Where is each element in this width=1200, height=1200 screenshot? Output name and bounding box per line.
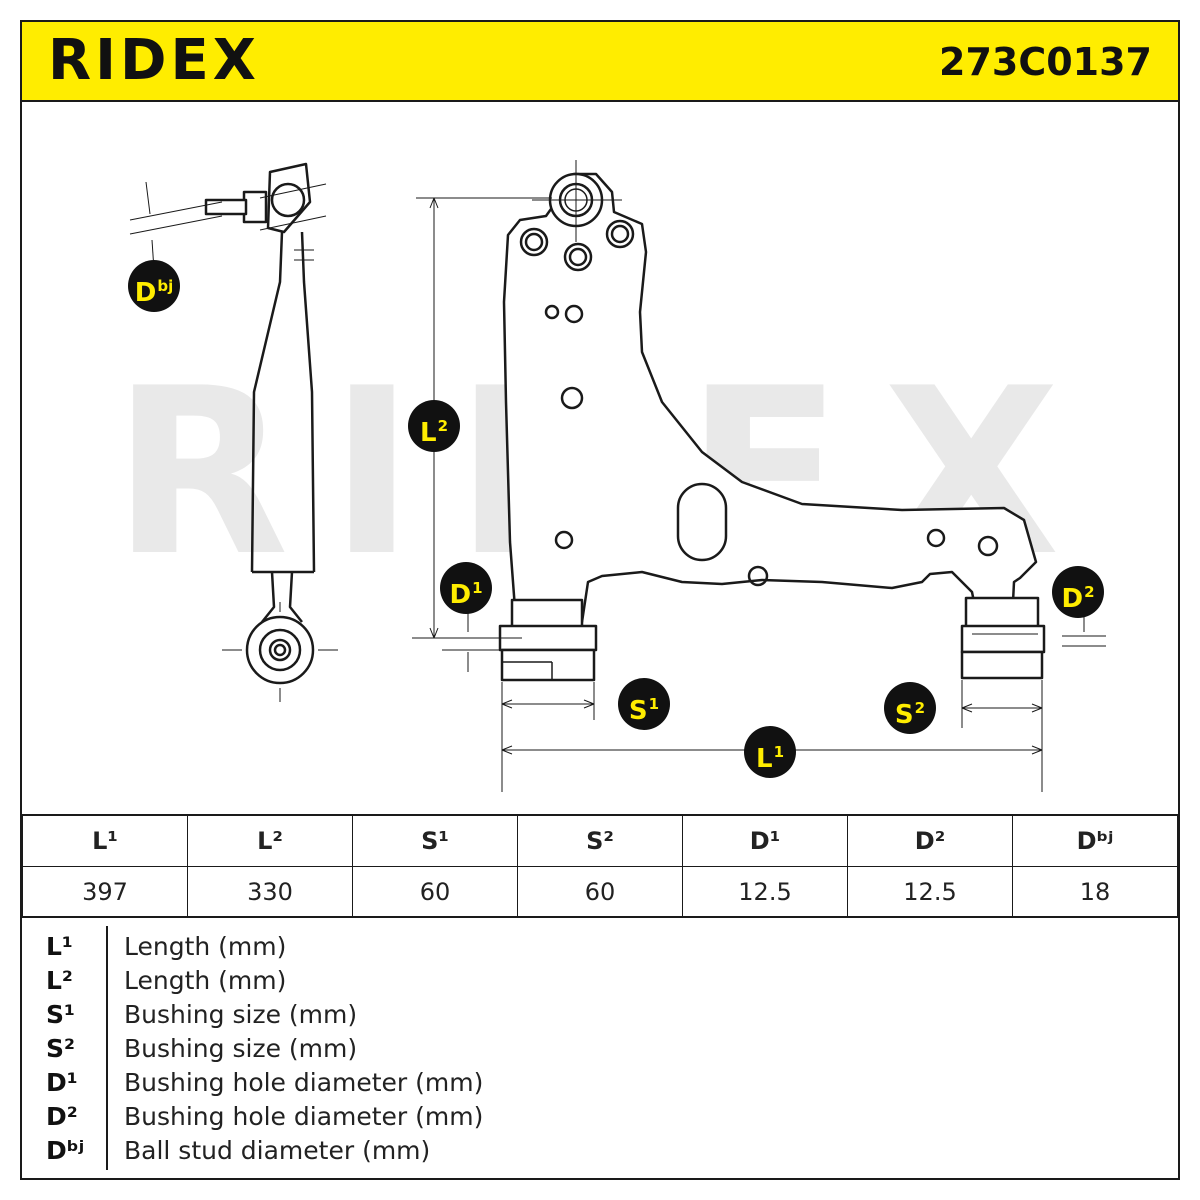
legend-code: S² (46, 1034, 75, 1063)
legend-text: Bushing size (mm) (124, 1034, 358, 1063)
legend-code: D² (46, 1102, 78, 1131)
list-item: D² Bushing hole diameter (mm) (22, 1102, 1178, 1136)
brand-logo: RIDEX (48, 28, 260, 93)
list-item: L² Length (mm) (22, 966, 1178, 1000)
badge-l1: L1 (744, 726, 796, 778)
badge-l2: L2 (408, 400, 460, 452)
legend-code: L¹ (46, 932, 73, 961)
badge-s2: S2 (884, 682, 936, 734)
table-value-cell: 330 (187, 866, 353, 918)
list-item: L¹ Length (mm) (22, 932, 1178, 966)
legend-text: Length (mm) (124, 932, 287, 961)
table-row: 397 330 60 60 12.5 12.5 18 (22, 866, 1178, 918)
datasheet-frame: RIDEX 273C0137 RIDEX (20, 20, 1180, 1180)
part-number: 273C0137 (939, 40, 1152, 84)
legend-text: Bushing hole diameter (mm) (124, 1102, 484, 1131)
side-view (129, 162, 338, 702)
list-item: S¹ Bushing size (mm) (22, 1000, 1178, 1034)
list-item: Dᵇʲ Ball stud diameter (mm) (22, 1136, 1178, 1170)
technical-drawing: RIDEX (22, 102, 1178, 814)
table-header-cell: S¹ (352, 814, 518, 867)
table-value-cell: 12.5 (847, 866, 1013, 918)
legend-code: D¹ (46, 1068, 78, 1097)
legend-text: Bushing size (mm) (124, 1000, 358, 1029)
badge-d2: D2 (1052, 566, 1104, 618)
table-header-cell: D¹ (682, 814, 848, 867)
legend: L¹ Length (mm) L² Length (mm) S¹ Bushing… (22, 916, 1178, 1180)
badge-s1: S1 (618, 678, 670, 730)
control-arm-drawing: RIDEX (112, 160, 1106, 792)
header-bar: RIDEX 273C0137 (22, 22, 1178, 102)
list-item: D¹ Bushing hole diameter (mm) (22, 1068, 1178, 1102)
table-header-cell: Dᵇʲ (1012, 814, 1178, 867)
table-value-cell: 60 (517, 866, 683, 918)
legend-code: L² (46, 966, 73, 995)
table-value-cell: 18 (1012, 866, 1178, 918)
legend-text: Length (mm) (124, 966, 287, 995)
table-value-cell: 397 (22, 866, 188, 918)
list-item: S² Bushing size (mm) (22, 1034, 1178, 1068)
legend-text: Bushing hole diameter (mm) (124, 1068, 484, 1097)
table-header-cell: L¹ (22, 814, 188, 867)
badge-dbj: Dbj (128, 260, 180, 312)
table-header-cell: L² (187, 814, 353, 867)
badge-d1: D1 (440, 562, 492, 614)
legend-text: Ball stud diameter (mm) (124, 1136, 431, 1165)
table-header-cell: S² (517, 814, 683, 867)
legend-divider (106, 926, 108, 1170)
legend-code: S¹ (46, 1000, 75, 1029)
table-value-cell: 60 (352, 866, 518, 918)
table-value-cell: 12.5 (682, 866, 848, 918)
legend-code: Dᵇʲ (46, 1136, 85, 1165)
dimensions-table: L¹ L² S¹ S² D¹ D² Dᵇʲ 397 330 60 60 12.5… (22, 814, 1178, 918)
table-header-row: L¹ L² S¹ S² D¹ D² Dᵇʲ (22, 814, 1178, 867)
table-header-cell: D² (847, 814, 1013, 867)
front-view (498, 160, 1046, 682)
